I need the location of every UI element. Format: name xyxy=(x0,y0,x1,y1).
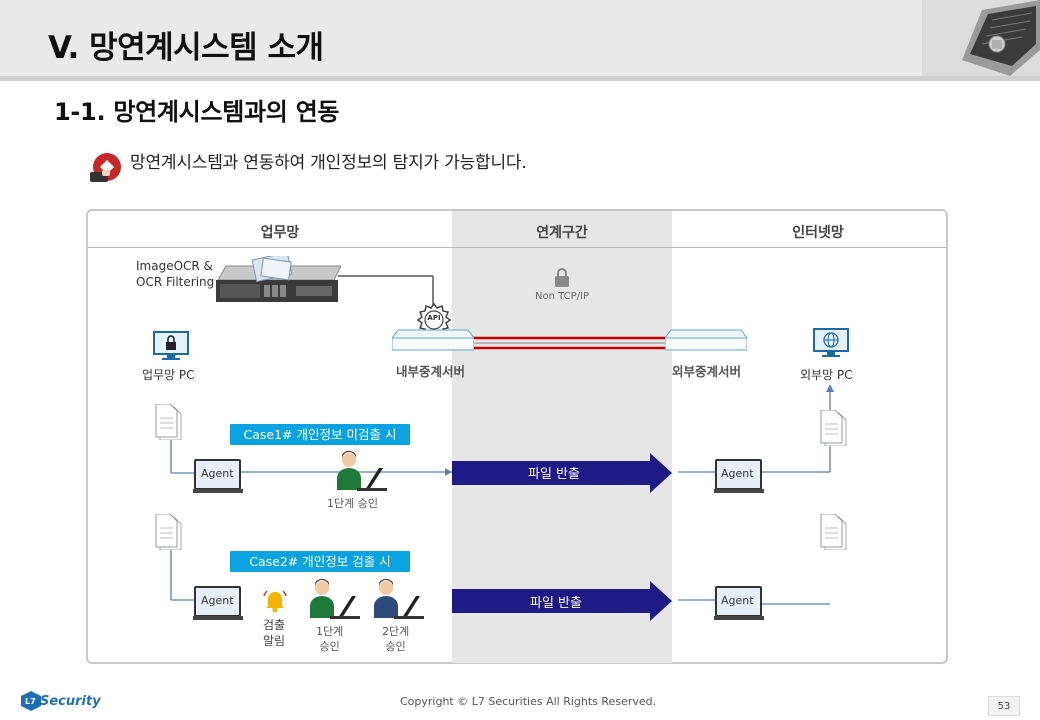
alarm-label-line2: 알림 xyxy=(263,634,286,648)
header-divider xyxy=(0,76,1040,81)
alarm-label: 검출 알림 xyxy=(263,617,285,649)
header-laptop-lock-image xyxy=(922,0,1040,76)
document-icon xyxy=(153,513,185,551)
case1-export-arrow xyxy=(452,453,672,493)
case1-approval-label: 1단계 승인 xyxy=(327,497,378,510)
approval1-label-line2: 승인 xyxy=(319,640,340,653)
case1-agent-right-laptop-icon xyxy=(714,459,764,495)
case2-agent-left-laptop-icon xyxy=(193,586,243,622)
api-gear-icon xyxy=(416,302,452,338)
page-title: V. 망연계시스템 소개 xyxy=(48,30,324,66)
case2-export-label: 파일 반출 xyxy=(530,596,582,611)
external-relay-server-icon xyxy=(664,324,748,354)
document-icon xyxy=(818,513,850,551)
case2-badge: Case2# 개인정보 검출 시 xyxy=(230,551,410,572)
document-icon xyxy=(153,403,185,441)
case1-agent-right-label: Agent xyxy=(721,467,754,480)
document-icon xyxy=(818,409,850,447)
case1-agent-left-laptop-icon xyxy=(193,459,243,495)
header-bar xyxy=(0,0,1040,76)
work-pc-lock-icon xyxy=(153,331,189,361)
zone-label-link-section: 연계구간 xyxy=(536,225,588,241)
zone-label-internet: 인터넷망 xyxy=(792,225,844,241)
api-text: API xyxy=(427,314,441,322)
case2-agent-right-laptop-icon xyxy=(714,586,764,622)
external-pc-globe-icon xyxy=(813,328,849,358)
alarm-bell-icon xyxy=(262,588,288,614)
approval2-label: 2단계 승인 xyxy=(382,624,409,654)
ocr-server-icon xyxy=(206,251,342,308)
hand-shield-icon xyxy=(88,152,122,186)
alarm-label-line1: 검출 xyxy=(263,618,286,632)
zone-header-divider xyxy=(88,247,946,248)
approval1-label: 1단계 승인 xyxy=(316,624,343,654)
server-label-line2: OCR Filtering xyxy=(136,275,215,289)
logo-mark-text: L7 xyxy=(25,697,36,706)
zone-label-work-network: 업무망 xyxy=(260,225,300,241)
section-title: 1-1. 망연계시스템과의 연동 xyxy=(54,98,340,126)
case2-agent-right-label: Agent xyxy=(721,594,754,607)
protocol-label: Non TCP/IP xyxy=(535,291,589,302)
server-label: ImageOCR & OCR Filtering xyxy=(136,258,214,290)
external-relay-label: 외부중계서버 xyxy=(672,364,742,379)
copyright-text: Copyright © L7 Securities All Rights Res… xyxy=(400,695,657,708)
case1-export-label: 파일 반출 xyxy=(528,467,580,482)
approver-person-icon xyxy=(335,450,389,492)
server-label-line1: ImageOCR & xyxy=(136,259,213,273)
lock-icon xyxy=(554,267,570,287)
approver2-person-icon xyxy=(372,578,426,620)
case1-agent-left-label: Agent xyxy=(201,467,234,480)
internal-relay-server-icon xyxy=(391,324,475,354)
case1-badge: Case1# 개인정보 미검출 시 xyxy=(230,424,410,445)
approval2-label-line2: 승인 xyxy=(385,640,406,653)
external-pc-label: 외부망 PC xyxy=(800,368,853,382)
page-number: 53 xyxy=(988,696,1020,716)
logo-text: Security xyxy=(40,694,101,709)
approval1-label-line1: 1단계 xyxy=(316,625,344,638)
approval2-label-line1: 2단계 xyxy=(382,625,410,638)
description-text: 망연계시스템과 연동하여 개인정보의 탐지가 가능합니다. xyxy=(130,153,527,173)
internal-relay-label: 내부중계서버 xyxy=(396,364,466,379)
case2-agent-left-label: Agent xyxy=(201,594,234,607)
work-pc-label: 업무망 PC xyxy=(142,368,195,382)
case2-export-arrow xyxy=(452,581,672,621)
l7-security-logo xyxy=(20,690,100,714)
approver1-person-icon xyxy=(308,578,362,620)
